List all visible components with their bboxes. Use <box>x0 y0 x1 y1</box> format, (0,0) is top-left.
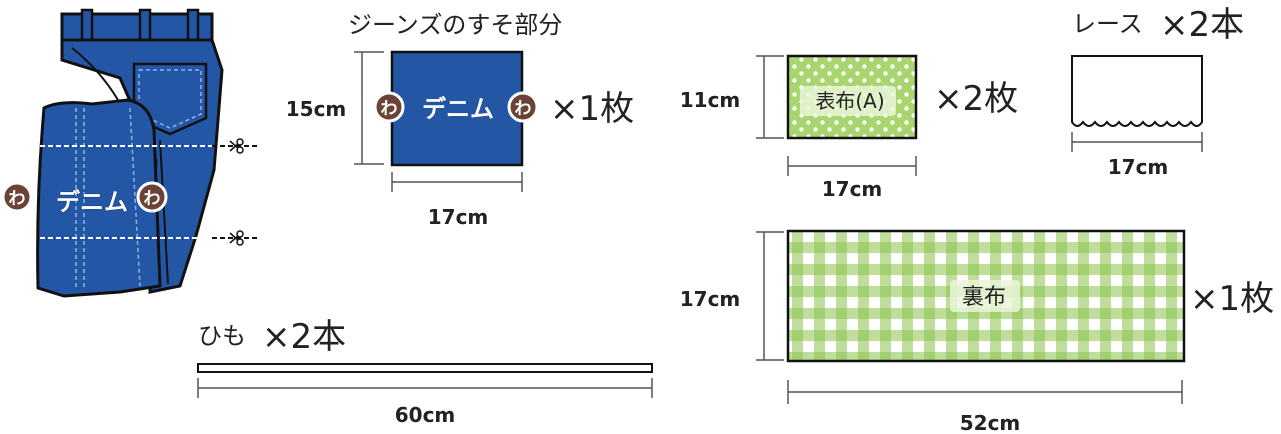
outer-height-label: 11cm <box>680 88 741 112</box>
jeans-illustration <box>36 8 260 298</box>
hem-height-label: 15cm <box>286 97 347 121</box>
string-length-label: 60cm <box>395 403 456 427</box>
svg-text:わ: わ <box>515 99 532 119</box>
lining-height-label: 17cm <box>680 287 741 311</box>
hem-width-label: 17cm <box>428 205 489 229</box>
lining-width-label: 52cm <box>960 411 1021 434</box>
lining-label: 裏布 <box>962 285 1006 310</box>
string-title: ひも <box>198 322 246 350</box>
svg-text:わ: わ <box>9 189 26 209</box>
jeans-denim-label: デニム <box>56 188 128 216</box>
string-shape <box>197 363 653 373</box>
lace-shape <box>1071 55 1203 127</box>
outer-fabric-label: 表布(A) <box>815 89 884 113</box>
hem-wa-right-badge: わ <box>507 91 539 123</box>
lace-title: レース <box>1072 10 1143 38</box>
hem-title: ジーンズのすそ部分 <box>348 11 562 39</box>
hem-count: ×1枚 <box>550 89 634 129</box>
jeans-wa-left-badge: わ <box>1 181 33 213</box>
svg-text:わ: わ <box>381 99 398 119</box>
string-count: ×2本 <box>262 317 346 357</box>
scissors-icon <box>229 138 244 246</box>
hem-wa-left-badge: わ <box>373 91 405 123</box>
jeans-wa-right-badge: わ <box>136 181 168 213</box>
lining-count: ×1枚 <box>1190 279 1274 319</box>
outer-width-label: 17cm <box>822 177 883 201</box>
lace-count: ×2本 <box>1160 5 1244 45</box>
hem-denim-label: デニム <box>422 95 494 123</box>
outer-count: ×2枚 <box>934 79 1018 119</box>
lace-width-label: 17cm <box>1108 155 1169 179</box>
svg-text:わ: わ <box>144 189 161 209</box>
